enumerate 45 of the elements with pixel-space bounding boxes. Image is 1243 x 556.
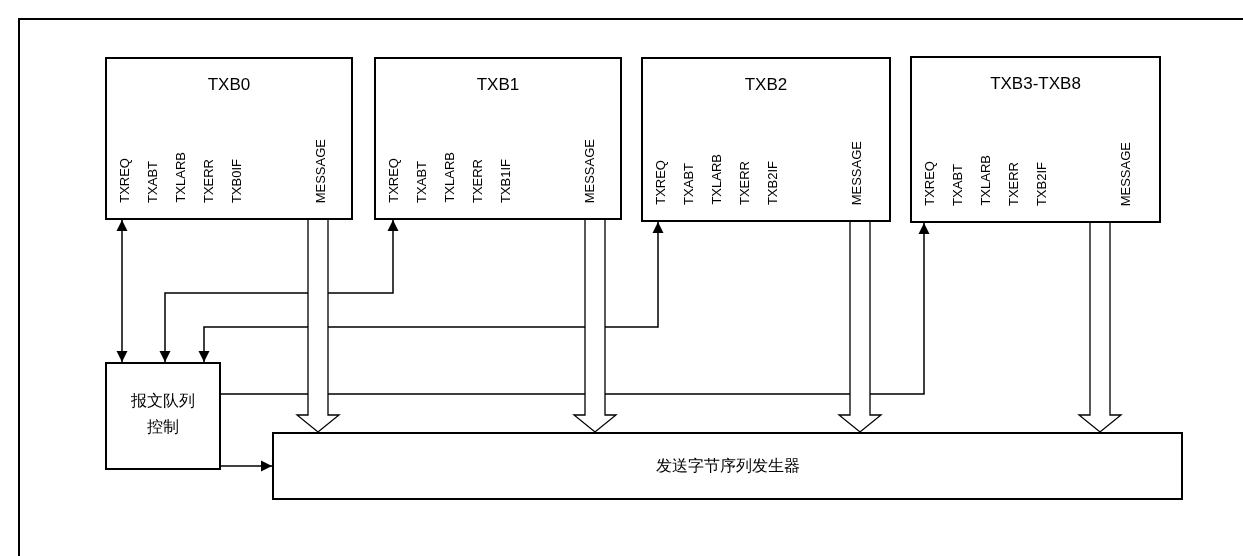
hollow-arrow <box>837 221 883 433</box>
signal-label: TXB0IF <box>229 158 244 203</box>
signal-label: TXREQ <box>653 160 668 205</box>
box-label: 报文队列控制 <box>130 391 196 437</box>
signal-label: TXERR <box>201 158 216 203</box>
signal-label: TXREQ <box>117 158 132 203</box>
process-box <box>105 362 221 470</box>
arrow <box>116 219 128 363</box>
signal-label: TXB2IF <box>765 160 780 205</box>
signal-label: MESSAGE <box>582 138 597 203</box>
signal-label: TXERR <box>470 158 485 203</box>
signal-label: TXREQ <box>922 161 937 206</box>
buffer-title: TXB2 <box>743 75 789 95</box>
box-label: 发送字节序列发生器 <box>654 456 801 476</box>
signal-label: TXREQ <box>386 158 401 203</box>
hollow-arrow <box>1077 222 1123 433</box>
signal-label: TXLARB <box>978 155 993 206</box>
arrow <box>159 219 399 363</box>
signal-label: TXABT <box>145 161 160 203</box>
hollow-arrow <box>295 219 341 433</box>
signal-label: TXLARB <box>442 152 457 203</box>
buffer-title: TXB3-TXB8 <box>989 74 1082 94</box>
buffer-box <box>374 57 622 220</box>
signal-label: TXABT <box>414 161 429 203</box>
signal-label: MESSAGE <box>313 138 328 203</box>
signal-label: MESSAGE <box>1118 141 1133 206</box>
buffer-box <box>105 57 353 220</box>
process-box <box>272 432 1183 500</box>
signal-label: TXERR <box>1006 161 1021 206</box>
arrow <box>220 222 930 395</box>
signal-label: TXERR <box>737 160 752 205</box>
signal-label: TXLARB <box>709 154 724 205</box>
buffer-box <box>910 56 1161 223</box>
signal-label: TXB2IF <box>1034 161 1049 206</box>
signal-label: TXLARB <box>173 152 188 203</box>
buffer-title: TXB0 <box>206 75 252 95</box>
signal-label: TXB1IF <box>498 158 513 203</box>
arrow <box>198 221 664 363</box>
arrow <box>220 460 273 472</box>
signal-label: MESSAGE <box>849 140 864 205</box>
signal-label: TXABT <box>681 163 696 205</box>
buffer-title: TXB1 <box>475 75 521 95</box>
buffer-box <box>641 57 891 222</box>
signal-label: TXABT <box>950 164 965 206</box>
hollow-arrow <box>572 219 618 433</box>
